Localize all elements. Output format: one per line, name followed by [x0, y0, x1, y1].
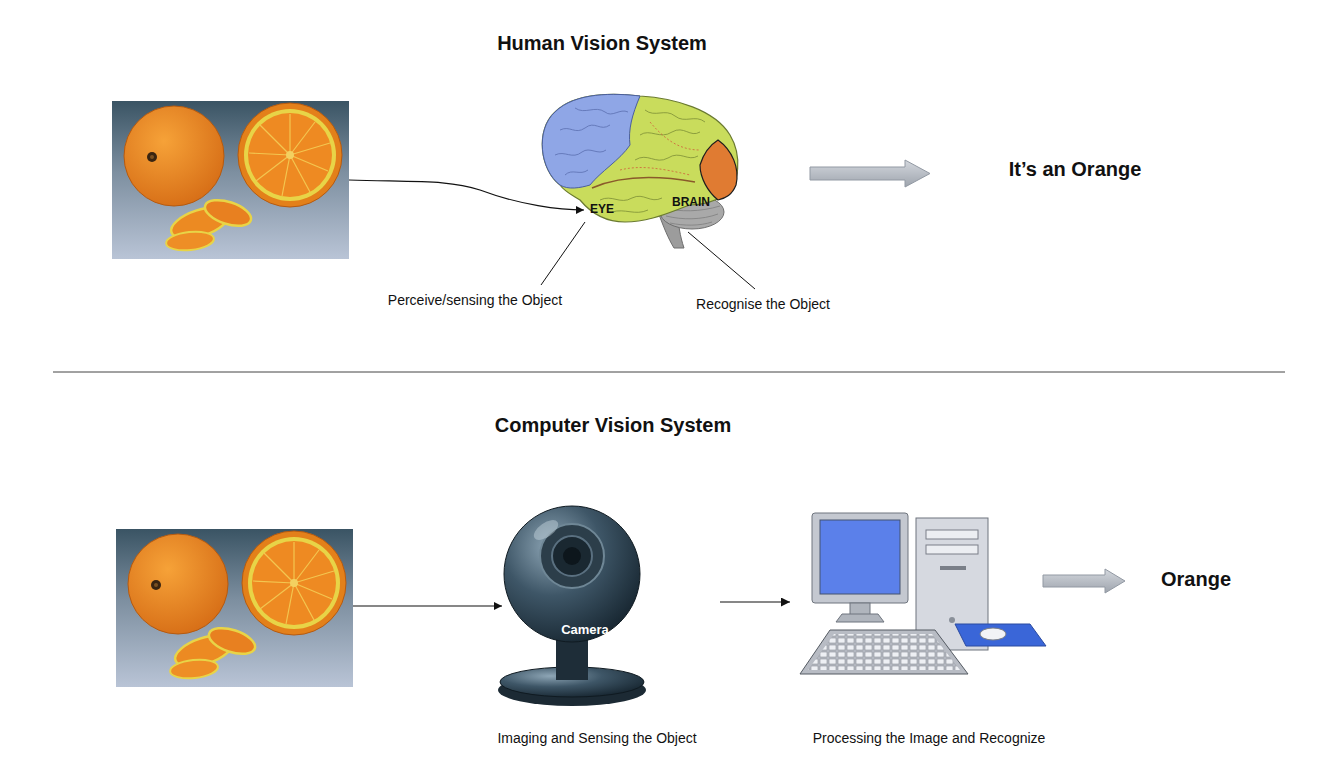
brain-figure [542, 94, 640, 188]
computer-figure [980, 628, 1006, 640]
leader-line [541, 222, 755, 289]
brain-figure [700, 140, 737, 200]
computer-figure [820, 520, 900, 594]
section-divider [53, 372, 1285, 373]
section-heading: Computer Vision System [495, 414, 731, 437]
result-arrow [810, 160, 930, 187]
result-arrow [810, 160, 930, 187]
brain-figure [560, 125, 610, 131]
part-label: EYE [590, 203, 614, 217]
brain-figure [650, 122, 700, 150]
brain-figure [600, 196, 662, 200]
section-heading: Human Vision System [497, 32, 707, 55]
brain-figure [635, 155, 698, 160]
brain-figure [612, 210, 648, 212]
orange-photo [112, 101, 349, 259]
brain-figure: EYE BRAIN [538, 90, 744, 252]
brain-figure [575, 108, 628, 114]
eye-input-arrow [349, 180, 584, 210]
brain-figure [592, 178, 695, 188]
camera-figure [504, 506, 640, 642]
brain-figure [640, 130, 700, 135]
camera-node: CameraImaging and Sensing the Object [480, 500, 720, 752]
computer-figure [955, 624, 1046, 646]
orange-photo [116, 529, 353, 687]
camera-input-arrow [353, 606, 502, 607]
camera-figure [531, 516, 562, 544]
computer-figure [800, 630, 968, 674]
leader-line [541, 222, 585, 285]
computer-figure [926, 545, 978, 554]
leader-line [688, 232, 755, 289]
result-arrow [1043, 569, 1125, 593]
section-divider [53, 372, 1285, 373]
computer-node: Processing the Image and Recognize [790, 505, 1060, 752]
device-label: Camera [561, 623, 609, 638]
camera-figure [498, 506, 646, 706]
flow-arrow [720, 601, 790, 602]
brain-figure [565, 170, 588, 175]
computer-figure [926, 530, 978, 539]
result-text: Orange [1161, 568, 1231, 591]
brain-figure [555, 150, 606, 155]
orange-photo [116, 529, 353, 687]
camera-figure [563, 547, 581, 565]
callout-text: Perceive/sensing the Object [388, 292, 562, 308]
brain-figure [620, 122, 700, 175]
camera-figure [556, 636, 588, 680]
computer-figure [940, 566, 966, 570]
result-text: It’s an Orange [1009, 158, 1142, 181]
orange-photo [112, 101, 349, 259]
brain-figure [666, 214, 718, 219]
brain-figure [670, 222, 712, 225]
result-arrow [1043, 569, 1125, 593]
computer-figure [808, 634, 960, 670]
part-label: BRAIN [672, 196, 710, 210]
callout-text: Recognise the Object [696, 296, 830, 312]
computer-figure [949, 617, 955, 623]
brain-figure [542, 94, 738, 248]
brain-figure [620, 168, 690, 175]
computer-figure [850, 603, 870, 615]
brain-figure [542, 94, 738, 222]
computer-figure [812, 513, 908, 603]
step-caption: Imaging and Sensing the Object [497, 730, 696, 746]
camera-input-arrow [353, 605, 502, 606]
brain-figure [555, 108, 628, 175]
eye-input-arrow [349, 180, 584, 210]
brain-figure [645, 110, 705, 122]
computer-figure [800, 513, 1046, 674]
step-caption: Processing the Image and Recognize [813, 730, 1046, 746]
camera-figure [552, 536, 592, 576]
computer-figure [836, 614, 884, 622]
